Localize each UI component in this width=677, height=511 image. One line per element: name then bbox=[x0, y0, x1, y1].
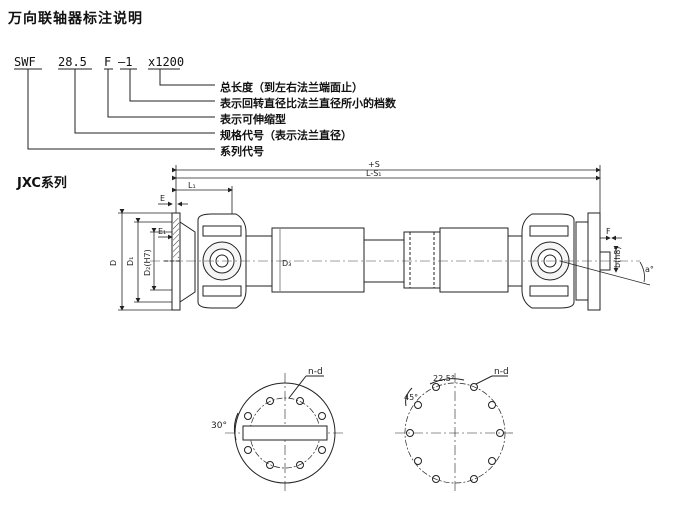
spline-shaft bbox=[363, 231, 441, 289]
dim-l-s1: L-S₁ bbox=[366, 169, 382, 178]
right-flange-angle-a: 22.5° bbox=[433, 374, 455, 383]
right-tube bbox=[439, 227, 523, 293]
left-flange-angle: 30° bbox=[211, 421, 227, 431]
dim-d: D bbox=[109, 260, 118, 266]
right-flange-angle-b: 45° bbox=[404, 393, 418, 402]
bolt-hole bbox=[244, 446, 252, 454]
bolt-hole bbox=[318, 412, 326, 420]
dim-e: E bbox=[160, 194, 165, 203]
code-flex: F bbox=[104, 55, 112, 69]
code-diameter: 28.5 bbox=[58, 55, 87, 69]
bolt-hole bbox=[414, 457, 422, 465]
legend-series-code: 系列代号 bbox=[220, 145, 264, 158]
bolt-hole bbox=[432, 383, 440, 391]
bolt-hole bbox=[266, 461, 274, 469]
dim-e1: E₁ bbox=[158, 227, 166, 236]
bolt-hole bbox=[414, 401, 422, 409]
bolt-hole bbox=[488, 401, 496, 409]
bolt-hole bbox=[296, 397, 304, 405]
left-flange bbox=[164, 212, 196, 311]
dim-alpha: a° bbox=[645, 265, 654, 274]
bolt-hole bbox=[488, 457, 496, 465]
bolt-hole bbox=[266, 397, 274, 405]
page-title: 万向联轴器标注说明 bbox=[8, 11, 143, 27]
bolt-hole bbox=[406, 429, 414, 437]
right-flange-nd: n-d bbox=[494, 367, 509, 377]
designation-leaders bbox=[14, 68, 215, 150]
code-bolt: —1 bbox=[118, 55, 133, 69]
bolt-hole bbox=[470, 475, 478, 483]
legend-telescopic: 表示可伸缩型 bbox=[220, 113, 286, 126]
dim-bh8: b(h8) bbox=[613, 247, 622, 268]
bolt-hole bbox=[496, 429, 504, 437]
bolt-hole bbox=[244, 412, 252, 420]
bolt-hole bbox=[296, 461, 304, 469]
series-label: JXC系列 bbox=[17, 176, 67, 191]
bolt-hole bbox=[318, 446, 326, 454]
legend-rotation-diameter: 表示回转直径比法兰直径所小的档数 bbox=[220, 97, 396, 110]
left-tube: D₃ bbox=[245, 227, 365, 293]
code-length: x1200 bbox=[148, 55, 185, 69]
bolt-hole bbox=[432, 475, 440, 483]
diameter-dims bbox=[118, 209, 178, 311]
right-flange-view bbox=[395, 373, 515, 493]
legend-spec-code: 规格代号（表示法兰直径） bbox=[220, 129, 352, 142]
bolt-hole bbox=[470, 383, 478, 391]
code-model: SWF bbox=[14, 55, 36, 69]
length-dimensions bbox=[172, 165, 601, 215]
dim-d3: D₃ bbox=[282, 259, 291, 268]
dim-d1: D₁ bbox=[126, 257, 135, 266]
dim-l1: L₁ bbox=[188, 181, 196, 190]
left-flange-view bbox=[225, 373, 345, 493]
legend-total-length: 总长度（到左右法兰端面止） bbox=[220, 81, 363, 94]
right-flange bbox=[575, 212, 611, 311]
right-dims bbox=[559, 235, 651, 286]
left-flange-nd: n-d bbox=[308, 367, 323, 377]
dim-f: F bbox=[606, 227, 611, 236]
dim-d2h7: D₂(H7) bbox=[143, 249, 152, 276]
dim-plus-s: +S bbox=[368, 160, 380, 169]
